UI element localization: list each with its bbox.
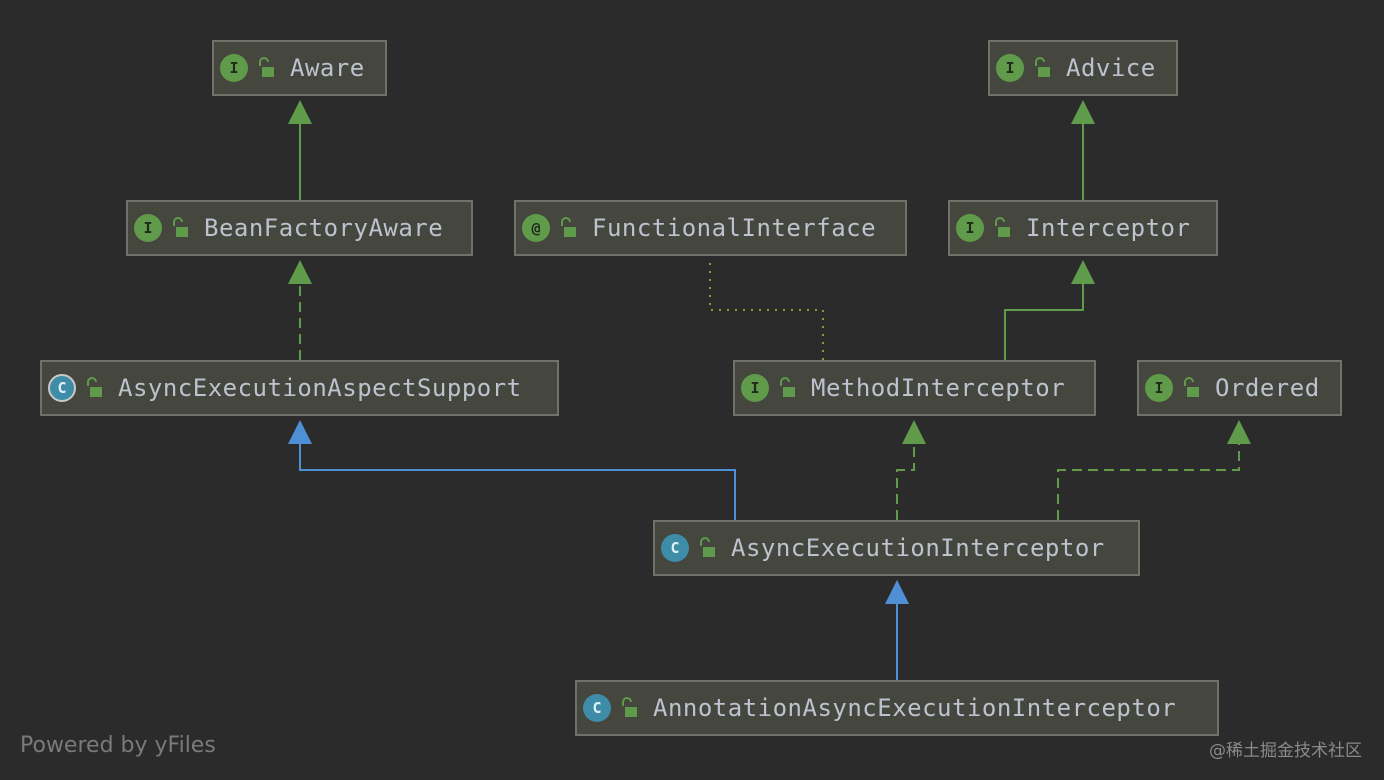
powered-by-footer: Powered by yFiles: [20, 733, 216, 758]
interface-icon: I: [741, 374, 769, 402]
class-icon: C: [583, 694, 611, 722]
node-advice[interactable]: I Advice: [988, 40, 1178, 96]
unlocked-icon: [259, 57, 274, 77]
annotation-icon: @: [522, 214, 550, 242]
interface-icon: I: [220, 54, 248, 82]
unlocked-icon: [995, 217, 1010, 237]
node-beanfactoryaware[interactable]: I BeanFactoryAware: [126, 200, 473, 256]
node-label: Ordered: [1215, 374, 1320, 402]
node-aware[interactable]: I Aware: [212, 40, 387, 96]
node-label: AnnotationAsyncExecutionInterceptor: [653, 694, 1177, 722]
edge-asyncinterceptor-ordered: [1057, 442, 1240, 520]
interface-icon: I: [996, 54, 1024, 82]
abstract-class-icon: C: [48, 374, 76, 402]
node-label: FunctionalInterface: [592, 214, 877, 242]
arrowhead-advice: [1071, 100, 1095, 124]
watermark: @稀土掘金技术社区: [1209, 741, 1362, 761]
unlocked-icon: [87, 377, 102, 397]
node-functionalinterface[interactable]: @ FunctionalInterface: [514, 200, 907, 256]
unlocked-icon: [780, 377, 795, 397]
node-interceptor[interactable]: I Interceptor: [948, 200, 1218, 256]
node-annotationasyncexecutioninterceptor[interactable]: C AnnotationAsyncExecutionInterceptor: [575, 680, 1219, 736]
edge-asyncinterceptor-methodinterceptor: [896, 442, 915, 520]
arrowhead-asyncinterceptor: [885, 580, 909, 604]
node-label: BeanFactoryAware: [204, 214, 444, 242]
edge-asyncinterceptor-aspectsupport: [299, 442, 736, 520]
unlocked-icon: [1035, 57, 1050, 77]
class-icon: C: [661, 534, 689, 562]
arrowhead-methodinterceptor: [902, 420, 926, 444]
node-label: Interceptor: [1026, 214, 1191, 242]
unlocked-icon: [700, 537, 715, 557]
arrowhead-ordered: [1227, 420, 1251, 444]
arrowhead-interceptor: [1071, 260, 1095, 284]
node-label: MethodInterceptor: [811, 374, 1066, 402]
node-label: AsyncExecutionAspectSupport: [118, 374, 522, 402]
unlocked-icon: [561, 217, 576, 237]
interface-icon: I: [134, 214, 162, 242]
node-ordered[interactable]: I Ordered: [1137, 360, 1342, 416]
node-asyncexecutionaspectsupport[interactable]: C AsyncExecutionAspectSupport: [40, 360, 559, 416]
arrowhead-beanfactoryaware: [288, 260, 312, 284]
arrowhead-aspectsupport: [288, 420, 312, 444]
node-label: AsyncExecutionInterceptor: [731, 534, 1105, 562]
node-label: Advice: [1066, 54, 1156, 82]
edge-methodinterceptor-interceptor: [1004, 282, 1084, 360]
unlocked-icon: [622, 697, 637, 717]
node-label: Aware: [290, 54, 365, 82]
interface-icon: I: [956, 214, 984, 242]
node-methodinterceptor[interactable]: I MethodInterceptor: [733, 360, 1096, 416]
arrowhead-aware: [288, 100, 312, 124]
unlocked-icon: [1184, 377, 1199, 397]
node-asyncexecutioninterceptor[interactable]: C AsyncExecutionInterceptor: [653, 520, 1140, 576]
edge-methodinterceptor-functionalinterface: [709, 262, 824, 360]
interface-icon: I: [1145, 374, 1173, 402]
unlocked-icon: [173, 217, 188, 237]
